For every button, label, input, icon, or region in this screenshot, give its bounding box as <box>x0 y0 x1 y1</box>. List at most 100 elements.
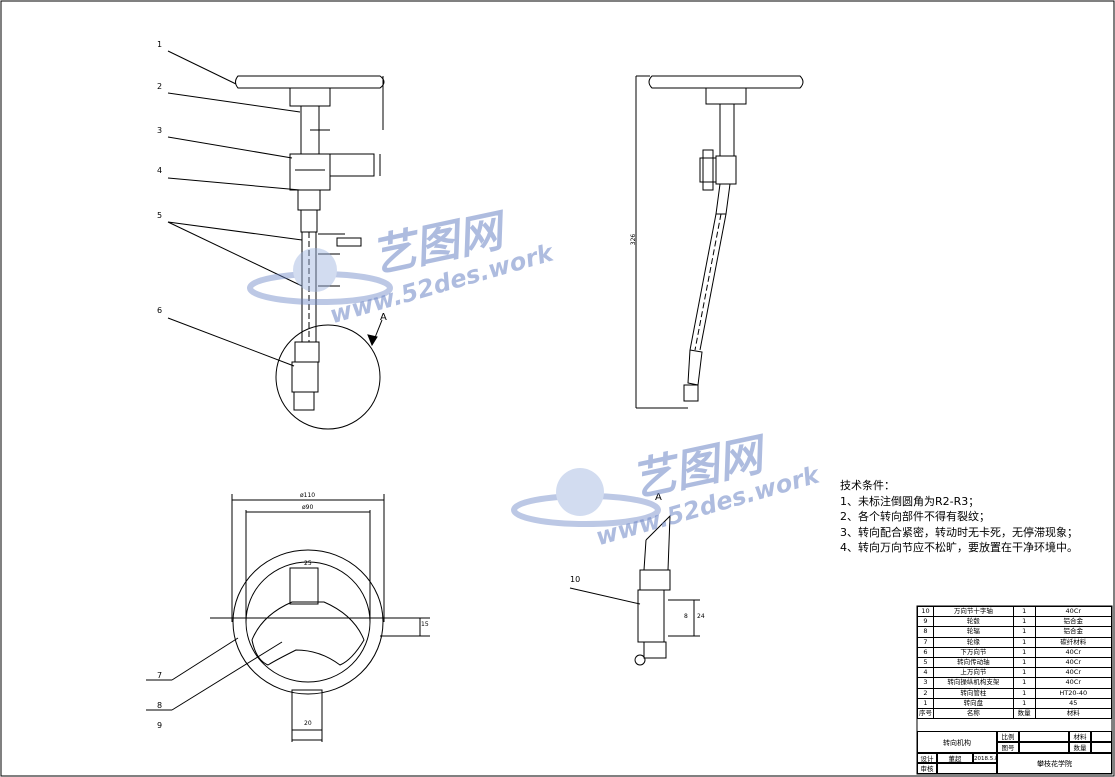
dim-24: 24 <box>697 613 705 620</box>
bom-header-cell: 序号 <box>917 707 934 720</box>
detail-a <box>569 514 700 666</box>
dim-20: 20 <box>304 720 312 727</box>
note-item: 2、各个转向部件不得有裂纹； <box>840 510 990 523</box>
top-view-wheel <box>146 494 430 742</box>
bom-cell: 轮毂 <box>933 616 1014 628</box>
bom-cell: 转向传动轴 <box>933 656 1014 669</box>
title-qty-label: 数量 <box>1069 742 1091 753</box>
bom-cell: 1 <box>1012 636 1036 648</box>
bom-cell: 1 <box>1012 656 1036 669</box>
notes-title: 技术条件： <box>840 479 895 492</box>
bom-cell: 9 <box>917 616 934 628</box>
bom-cell: 轮缘 <box>933 636 1014 648</box>
bom-cell: 转向管柱 <box>933 687 1014 699</box>
title-block-name: 转向机构 <box>917 731 997 753</box>
part-label-3: 3 <box>157 126 163 135</box>
side-view <box>635 75 804 409</box>
part-label-10: 10 <box>570 575 581 584</box>
bom-cell: 45 <box>1034 697 1113 709</box>
bom-cell: HT20-40 <box>1034 687 1113 699</box>
dim-25: 25 <box>304 560 312 567</box>
bom-cell: 40Cr <box>1034 667 1113 679</box>
bom-cell: 1 <box>1012 677 1036 689</box>
note-item: 1、未标注倒圆角为R2-R3； <box>840 494 980 508</box>
title-qty-value <box>1091 742 1112 753</box>
bom-cell: 下万向节 <box>933 646 1014 658</box>
dim-col-height: 326 <box>630 233 638 246</box>
part-label-6: 6 <box>157 306 163 315</box>
bom-cell: 1 <box>1012 667 1036 679</box>
bom-cell: 万向节十字轴 <box>933 605 1014 618</box>
bom-cell: 3 <box>917 677 934 689</box>
part-label-7: 7 <box>157 671 163 680</box>
title-design-label: 设计 <box>917 753 937 763</box>
title-material-value <box>1091 731 1112 742</box>
bom-cell: 10 <box>917 605 934 618</box>
bom-cell: 上万向节 <box>933 667 1014 679</box>
title-review-label: 审核 <box>917 763 937 774</box>
part-label-8: 8 <box>157 701 163 710</box>
watermark-globe-1 <box>247 248 393 305</box>
bom-cell: 5 <box>917 656 934 669</box>
part-label-5: 5 <box>157 211 163 220</box>
dim-wheel-outer: ø110 <box>300 492 316 499</box>
bom-cell: 40Cr <box>1034 656 1113 669</box>
bom-cell: 轮辐 <box>933 626 1014 638</box>
bom-cell: 铝合金 <box>1034 626 1113 638</box>
bom-cell: 转向盘 <box>933 697 1014 709</box>
bom-cell: 1 <box>917 697 934 709</box>
bom-cell: 1 <box>1012 697 1036 709</box>
title-review-value <box>937 763 997 774</box>
bom-cell: 40Cr <box>1034 677 1113 689</box>
bom-header-row: 序号 名称 数量 材料 <box>917 707 1113 720</box>
bom-cell: 6 <box>917 646 934 658</box>
technical-notes: 技术条件： 1、未标注倒圆角为R2-R3； 2、各个转向部件不得有裂纹； 3、转… <box>840 478 1078 556</box>
title-scale-label: 比例 <box>997 731 1019 742</box>
note-item: 4、转向万向节应不松旷，要放置在干净环境中。 <box>840 541 1078 554</box>
part-label-1: 1 <box>157 40 163 49</box>
title-designer: 董超 <box>937 753 973 763</box>
dim-15: 15 <box>421 621 429 628</box>
part-label-2: 2 <box>157 82 163 91</box>
bom-cell: 7 <box>917 636 934 648</box>
title-material-label: 材料 <box>1069 731 1091 742</box>
title-scale-value <box>1019 731 1069 742</box>
note-item: 3、转向配合紧密，转动时无卡死，无停滞现象； <box>840 525 1078 539</box>
bom-header-cell: 名称 <box>933 707 1014 720</box>
bom-cell: 碳纤材料 <box>1034 636 1113 648</box>
bom-cell: 转向操纵机构支架 <box>933 677 1014 689</box>
view-label-a-detail: A <box>655 492 662 503</box>
bom-cell: 1 <box>1012 605 1036 618</box>
dim-8: 8 <box>684 613 688 620</box>
bom-cell: 铝合金 <box>1034 616 1113 628</box>
part-label-4: 4 <box>157 166 163 175</box>
title-block: 转向机构 比例 材料 图号 数量 设计 董超 2018.5.8 审核 攀枝花学院 <box>917 731 1112 774</box>
dim-wheel-inner: ø90 <box>302 504 314 511</box>
bom-cell: 1 <box>1012 646 1036 658</box>
bom-cell: 8 <box>917 626 934 638</box>
watermark-globe-2 <box>511 468 661 527</box>
bom-header-cell: 材料 <box>1034 707 1113 720</box>
bom-header-cell: 数量 <box>1012 707 1036 720</box>
title-drawing-no-label: 图号 <box>997 742 1019 753</box>
front-view <box>167 50 385 430</box>
view-label-a-front: A <box>380 312 387 323</box>
bom-cell: 1 <box>1012 687 1036 699</box>
title-date: 2018.5.8 <box>973 753 997 763</box>
title-school: 攀枝花学院 <box>997 753 1112 774</box>
part-label-9: 9 <box>157 721 163 730</box>
bom-cell: 4 <box>917 667 934 679</box>
bom-cell: 40Cr <box>1034 605 1113 618</box>
